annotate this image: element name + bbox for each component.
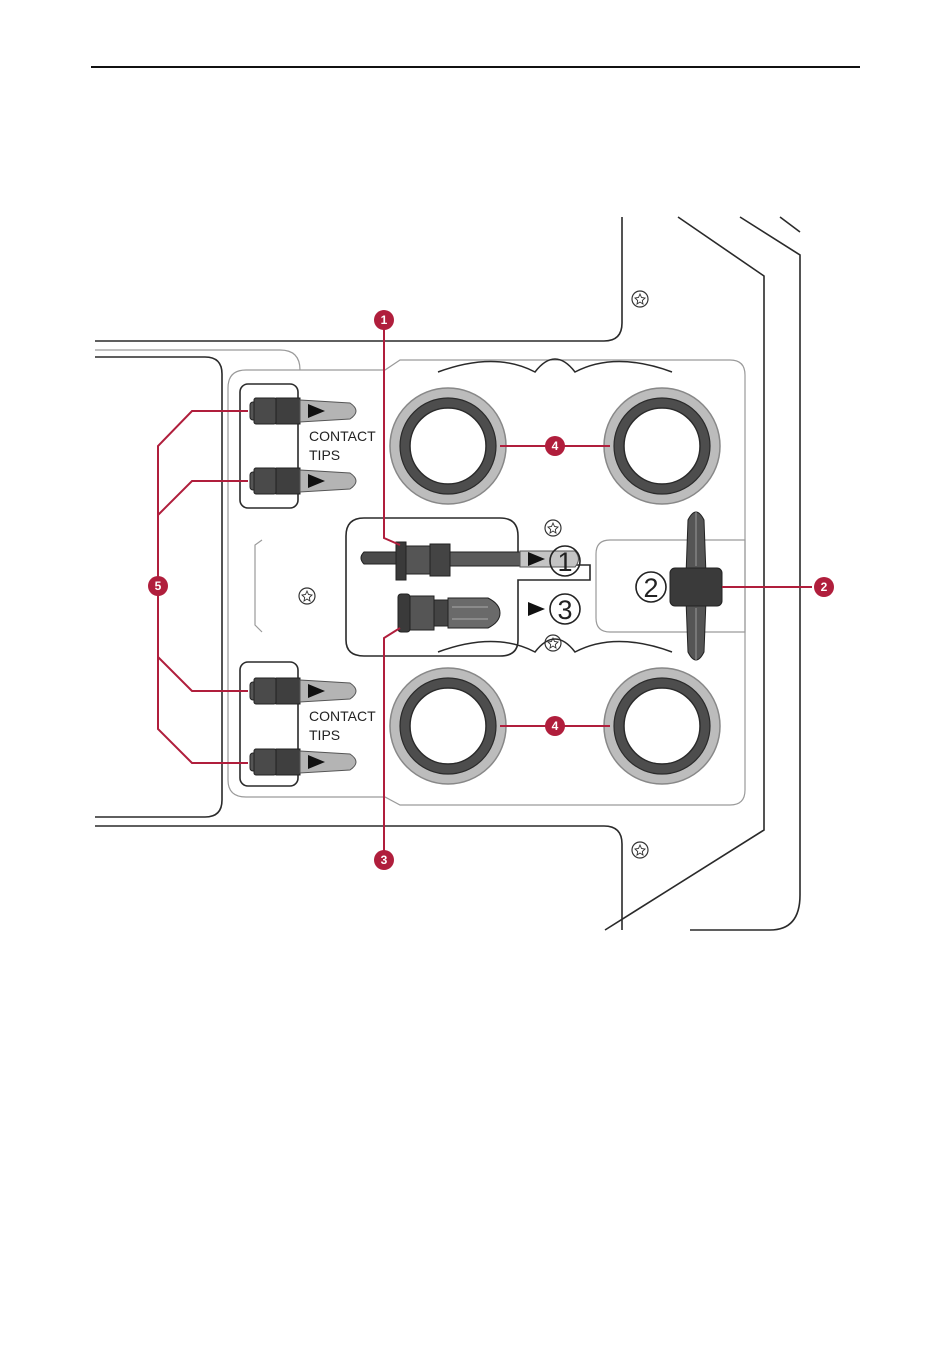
callout-1: 1 bbox=[374, 310, 394, 330]
contact-tip bbox=[250, 749, 356, 775]
svg-text:1: 1 bbox=[381, 313, 388, 327]
screw-icon bbox=[545, 520, 561, 536]
svg-text:3: 3 bbox=[381, 853, 388, 867]
screw-icon bbox=[299, 588, 315, 604]
contact-tips-label-line1: CONTACT bbox=[309, 428, 376, 444]
callout-4-top: 4 bbox=[545, 436, 565, 456]
contact-tip bbox=[250, 398, 356, 424]
tool-marker-1: 1 bbox=[557, 547, 572, 577]
callout-2: 2 bbox=[814, 577, 834, 597]
contact-tips-label-line2: TIPS bbox=[309, 727, 340, 743]
nozzle-rings-bottom bbox=[390, 639, 720, 784]
nozzle-rings-top bbox=[390, 359, 720, 504]
screw-icon bbox=[632, 842, 648, 858]
svg-text:4: 4 bbox=[552, 719, 559, 733]
svg-text:2: 2 bbox=[821, 580, 828, 594]
arrow-icon bbox=[528, 602, 545, 616]
tool-marker-3: 3 bbox=[557, 595, 572, 625]
contact-tip bbox=[250, 678, 356, 704]
contact-tips-label-line1: CONTACT bbox=[309, 708, 376, 724]
contact-tip bbox=[250, 468, 356, 494]
svg-text:4: 4 bbox=[552, 439, 559, 453]
callout-4-bottom: 4 bbox=[545, 716, 565, 736]
callout-3: 3 bbox=[374, 850, 394, 870]
callout-5: 5 bbox=[148, 576, 168, 596]
tool-3-adapter bbox=[398, 594, 500, 632]
tool-marker-2: 2 bbox=[643, 573, 658, 603]
tool-2-screwdriver bbox=[670, 512, 722, 660]
screw-icon bbox=[632, 291, 648, 307]
svg-text:5: 5 bbox=[155, 579, 162, 593]
screw-icon bbox=[545, 635, 561, 651]
contact-tips-label-line2: TIPS bbox=[309, 447, 340, 463]
tool-1-pin bbox=[361, 542, 579, 580]
